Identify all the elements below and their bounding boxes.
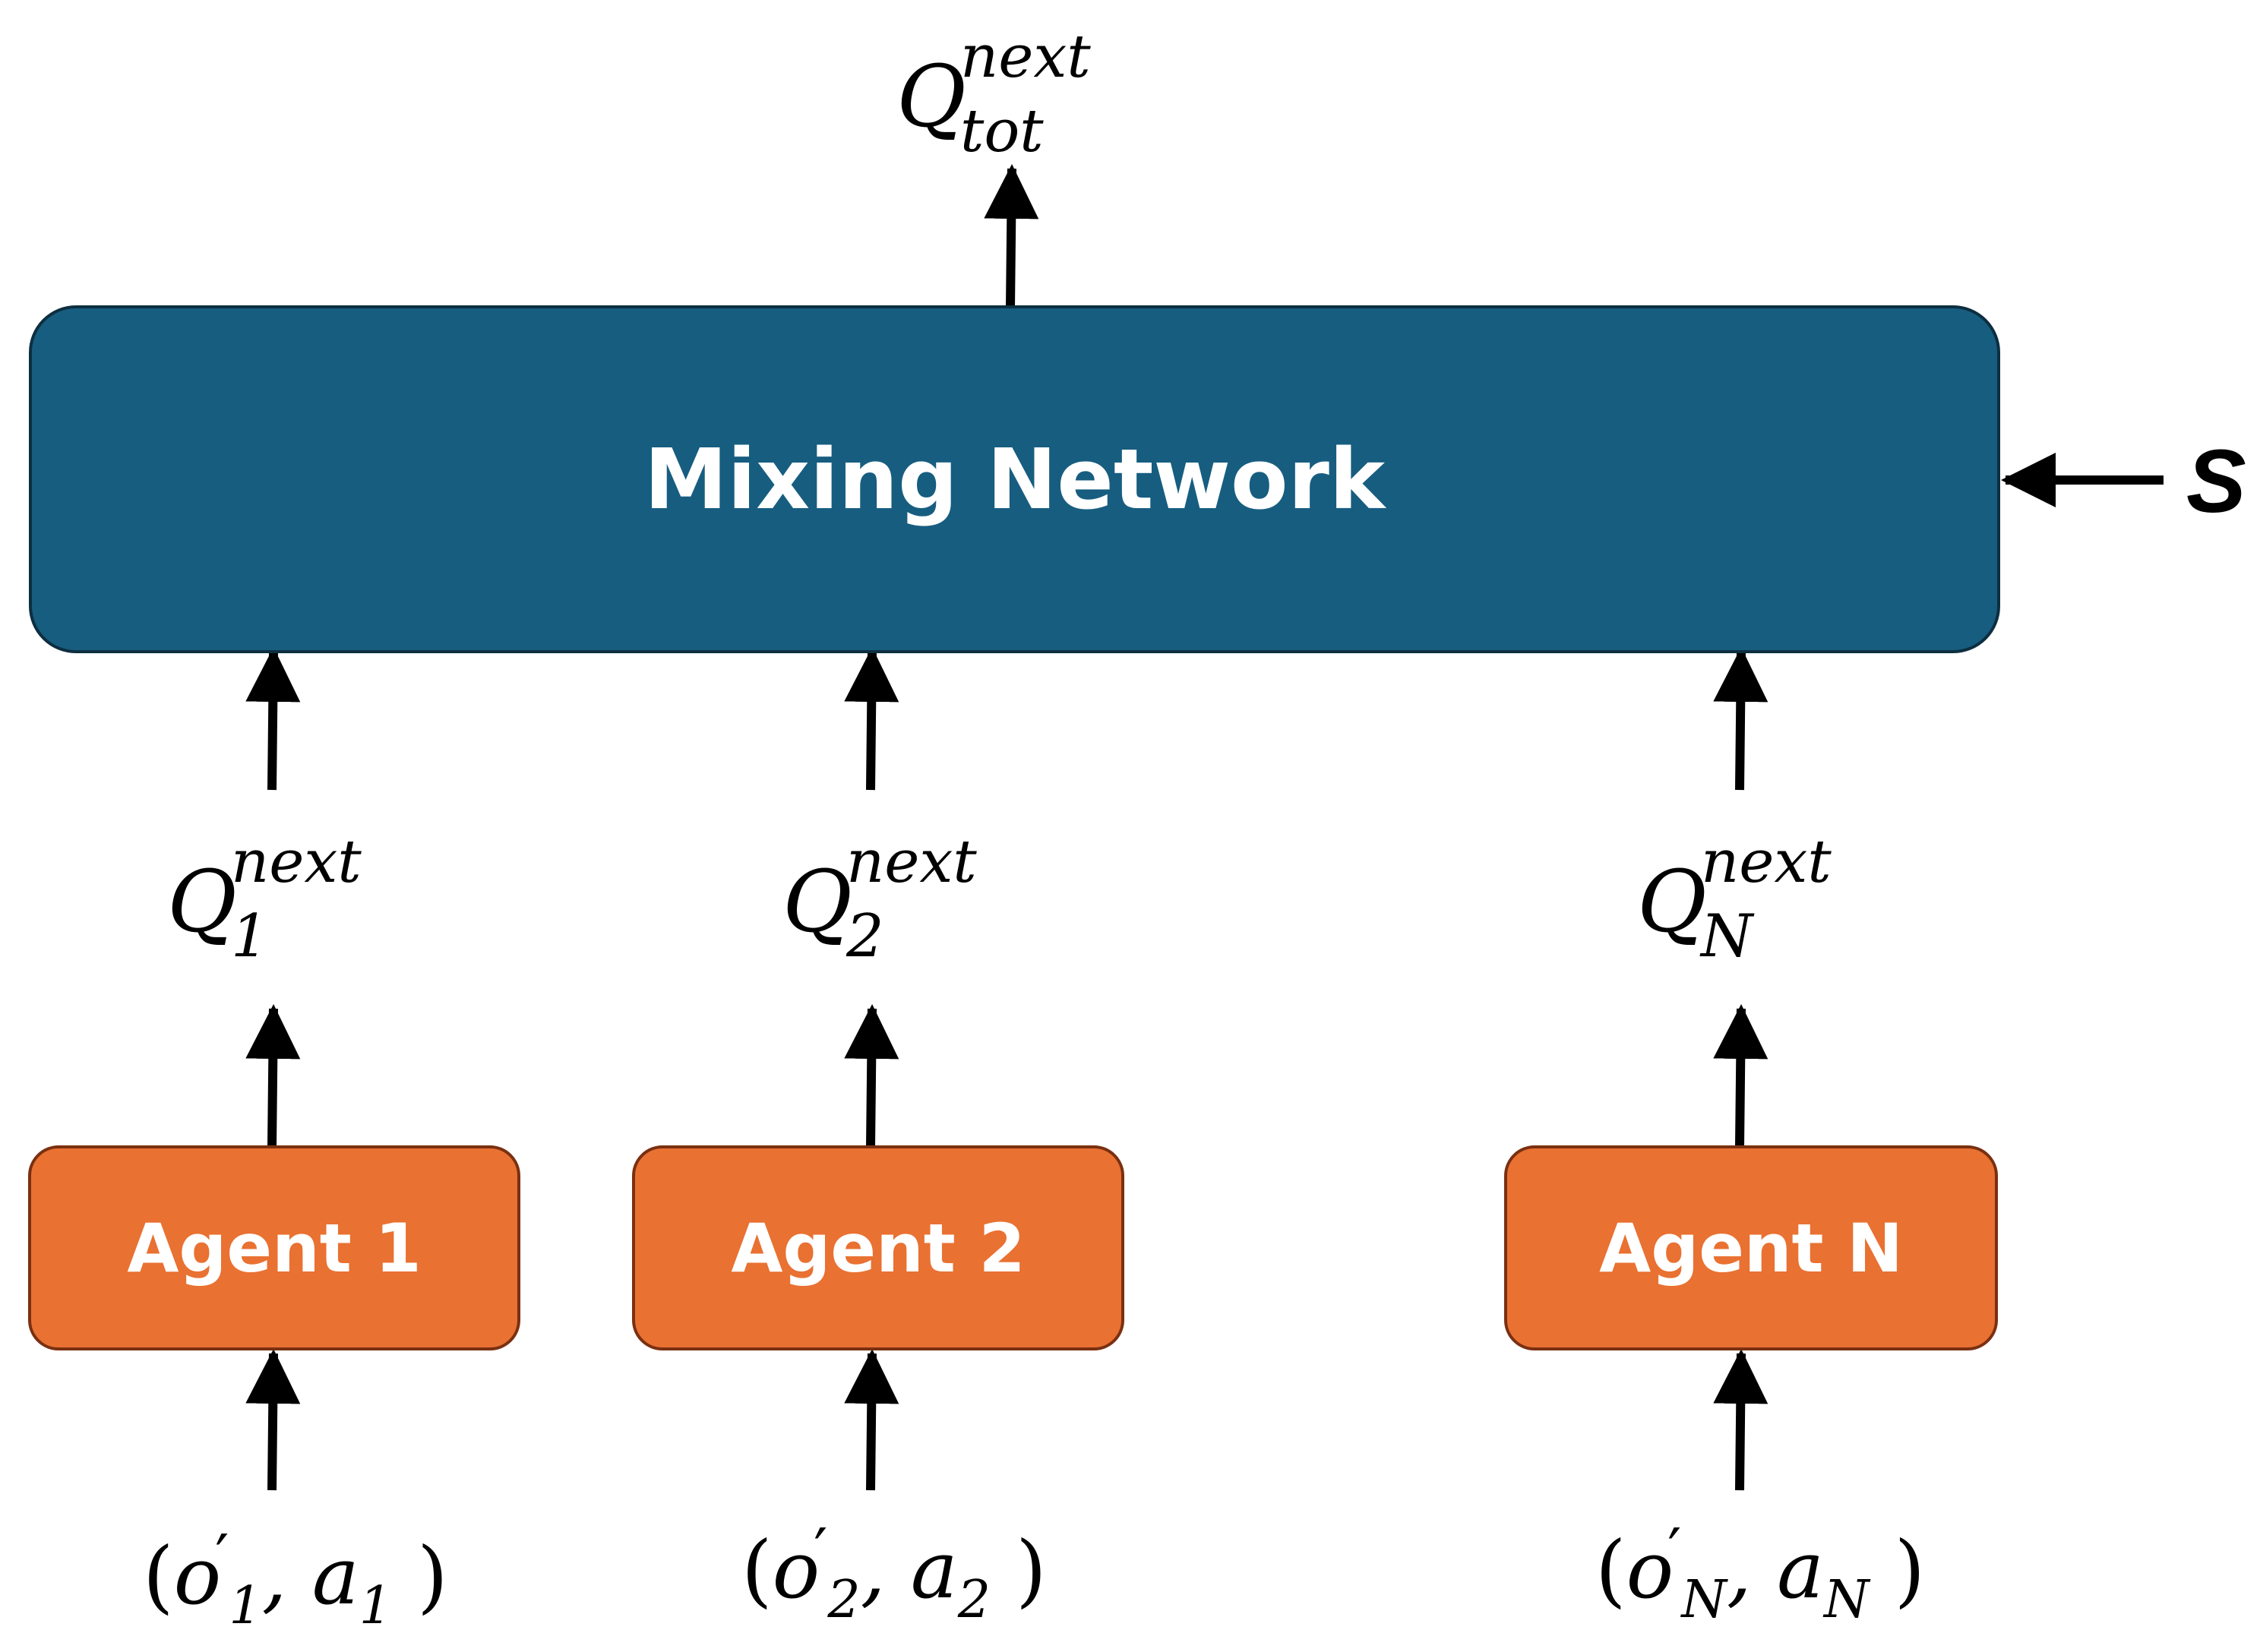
agent-1-box: Agent 1 — [28, 1145, 520, 1350]
obs-1-symbol: o — [173, 1530, 222, 1622]
arrow-agentN-to-qN — [1713, 1004, 1768, 1148]
arrow-mixing-to-qtot — [984, 164, 1039, 308]
arrow-qN-to-mixing — [1713, 647, 1768, 791]
act-2-subscript: 2 — [957, 1570, 991, 1630]
q-tot-subscript: tot — [960, 97, 1044, 166]
obs-2-subscript: 2 — [827, 1570, 861, 1630]
agent-N-box: Agent N — [1504, 1145, 1998, 1350]
q-agent-2-superscript: next — [846, 828, 977, 896]
obs-N-subscript: N — [1681, 1570, 1727, 1630]
mixing-network-label: Mixing Network — [643, 431, 1385, 528]
agent-N-label: Agent N — [1599, 1208, 1903, 1287]
mixing-network-box: Mixing Network — [29, 305, 2000, 653]
q-agent-1-label: Q next 1 — [167, 832, 362, 966]
obs-2-symbol: o — [772, 1524, 820, 1616]
obs-action-1-label: (o′1, a1 ) — [143, 1521, 448, 1636]
act-2-symbol: a — [910, 1524, 958, 1616]
q-agent-N-symbol: Q — [1637, 853, 1707, 952]
agent-2-box: Agent 2 — [632, 1145, 1124, 1350]
q-agent-2-label: Q next 2 — [782, 832, 977, 966]
q-agent-1-symbol: Q — [167, 853, 237, 952]
obs-action-2-label: (o′2, a2 ) — [741, 1515, 1047, 1630]
arrow-agent1-to-q1 — [245, 1004, 301, 1148]
act-N-subscript: N — [1824, 1570, 1870, 1630]
obs-N-symbol: o — [1626, 1524, 1674, 1616]
arrow-q1-to-mixing — [245, 647, 301, 791]
agent-2-label: Agent 2 — [731, 1208, 1026, 1287]
arrow-q2-to-mixing — [844, 647, 899, 791]
act-1-symbol: a — [311, 1530, 359, 1622]
q-agent-N-superscript: next — [1701, 828, 1832, 896]
agent-1-label: Agent 1 — [127, 1208, 422, 1287]
q-agent-N-label: Q next N — [1637, 832, 1832, 966]
obs-action-N-label: (o′N, aN ) — [1595, 1515, 1926, 1630]
arrow-agent2-to-q2 — [844, 1004, 899, 1148]
arrow-obs1-to-agent1 — [245, 1349, 301, 1491]
act-1-subscript: 1 — [359, 1576, 393, 1636]
q-tot-superscript: next — [960, 23, 1091, 91]
act-N-symbol: a — [1777, 1524, 1825, 1616]
q-agent-1-superscript: next — [231, 828, 362, 896]
arrow-obs2-to-agent2 — [844, 1349, 899, 1491]
arrow-obsN-to-agentN — [1713, 1349, 1768, 1491]
state-s-label: S — [2186, 431, 2246, 532]
q-tot-label: Q next tot — [896, 27, 1091, 161]
q-tot-symbol: Q — [896, 48, 966, 147]
obs-1-subscript: 1 — [229, 1576, 262, 1636]
q-agent-2-symbol: Q — [782, 853, 852, 952]
q-agent-N-subscript: N — [1701, 902, 1753, 971]
q-agent-1-subscript: 1 — [231, 902, 269, 971]
q-agent-2-subscript: 2 — [846, 902, 884, 971]
